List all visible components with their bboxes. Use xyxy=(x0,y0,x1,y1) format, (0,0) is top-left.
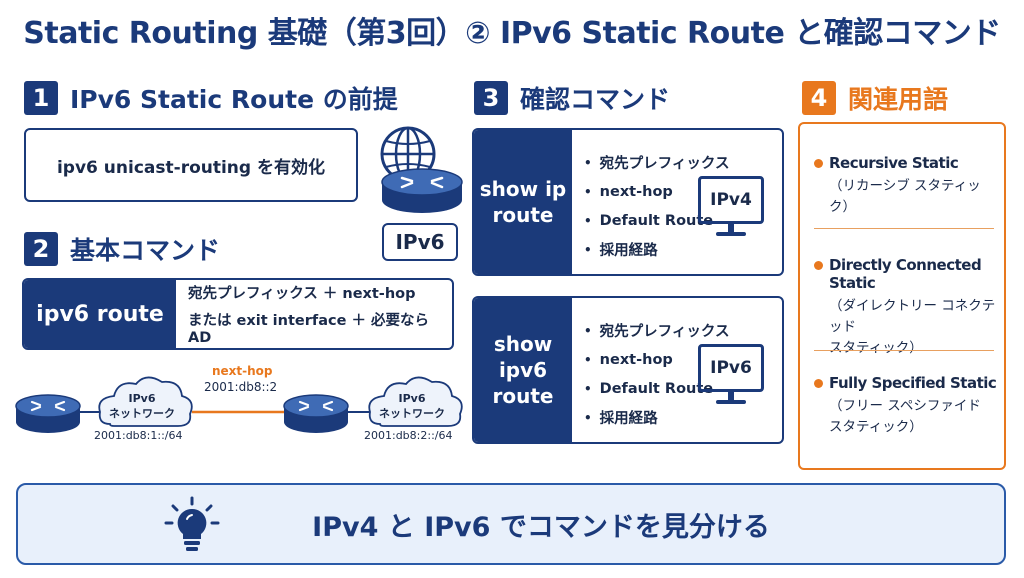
nexthop-label: next-hop xyxy=(212,364,273,378)
command-syntax: 宛先プレフィックス ＋ next-hop または exit interface … xyxy=(176,280,452,348)
cloud-icon xyxy=(368,376,463,427)
related-terms-box: Recursive Static （リカーシブ スタティック） Directly… xyxy=(798,122,1006,470)
section-label: IPv6 Static Route の前提 xyxy=(70,85,398,114)
command-line-1: show xyxy=(493,332,553,356)
list-item: Default Route xyxy=(584,374,729,403)
prerequisite-text: ipv6 unicast-routing を有効化 xyxy=(56,157,325,178)
section-3-header: 3 確認コマンド xyxy=(474,80,670,116)
term-reading: （ダイレクトリー コネクテッド スタティック） xyxy=(829,296,998,359)
nexthop-address: 2001:db8::2 xyxy=(204,380,278,394)
term-name: Recursive Static xyxy=(829,154,959,172)
list-item: next-hop xyxy=(584,345,729,374)
prerequisite-box: ipv6 unicast-routing を有効化 xyxy=(24,128,358,202)
term-name: Directly Connected Static xyxy=(829,256,982,292)
section-number: 4 xyxy=(802,81,836,115)
summary-text: IPv4 と IPv6 でコマンドを見分ける xyxy=(312,511,770,543)
section-number: 1 xyxy=(24,81,58,115)
section-label: 関連用語 xyxy=(848,85,949,114)
list-item: 宛先プレフィックス xyxy=(584,148,730,177)
list-item: next-hop xyxy=(584,177,729,206)
section-label: 基本コマンド xyxy=(70,236,221,265)
section-1-header: 1 IPv6 Static Route の前提 xyxy=(24,80,398,116)
show-ipv6-route-items: 宛先プレフィックス next-hop Default Route 採用経路 xyxy=(572,298,730,442)
term-recursive-static: Recursive Static （リカーシブ スタティック） xyxy=(814,154,998,218)
show-ip-route-command: show ip route xyxy=(474,130,572,274)
term-name: Fully Specified Static xyxy=(829,374,997,392)
globe-router-illustration xyxy=(380,126,463,213)
topology-diagram xyxy=(15,376,463,433)
command-line-2: ipv6 xyxy=(498,358,548,382)
command-line-1: show ip xyxy=(479,177,567,201)
list-item: Default Route xyxy=(584,206,729,235)
ipv6-route-command-box: ipv6 route 宛先プレフィックス ＋ next-hop または exit… xyxy=(22,278,454,350)
cloud-2-line-2: ネットワーク xyxy=(379,407,445,420)
summary-banner: IPv4 と IPv6 でコマンドを見分ける xyxy=(16,483,1006,565)
section-number: 3 xyxy=(474,81,508,115)
show-ipv6-route-box: show ipv6 route 宛先プレフィックス next-hop Defau… xyxy=(472,296,784,444)
ipv6-badge: IPv6 xyxy=(382,223,458,261)
show-ipv6-route-command: show ipv6 route xyxy=(474,298,572,442)
term-reading: （リカーシブ スタティック） xyxy=(829,178,981,215)
list-item: 採用経路 xyxy=(584,403,729,432)
cloud-1-line-2: ネットワーク xyxy=(109,407,175,420)
router-icon xyxy=(15,394,81,433)
router-icon xyxy=(283,394,349,433)
cloud-1-label: IPv6 ネットワーク xyxy=(104,392,180,421)
command-line-2: route xyxy=(492,203,554,227)
monitor-icon: IPv6 xyxy=(698,344,764,404)
cloud-1-line-1: IPv6 xyxy=(128,392,156,405)
show-ip-route-items: 宛先プレフィックス next-hop Default Route 採用経路 xyxy=(572,130,730,274)
section-4-header: 4 関連用語 xyxy=(802,80,948,116)
section-label: 確認コマンド xyxy=(520,85,671,114)
term-reading-line-2: スタティック） xyxy=(829,339,923,356)
list-item: 宛先プレフィックス xyxy=(584,316,730,345)
section-2-header: 2 基本コマンド xyxy=(24,231,220,267)
term-directly-connected-static: Directly Connected Static （ダイレクトリー コネクテッ… xyxy=(814,256,998,359)
cloud-2-line-1: IPv6 xyxy=(398,392,426,405)
term-fully-specified-static: Fully Specified Static （フリー スペシファイド スタティ… xyxy=(814,374,998,438)
monitor-label: IPv4 xyxy=(698,176,764,224)
lightbulb-icon xyxy=(164,496,220,551)
command-name: ipv6 route xyxy=(24,280,176,348)
cloud-2-label: IPv6 ネットワーク xyxy=(374,392,450,421)
divider xyxy=(814,350,994,351)
term-reading-line-2: スタティック） xyxy=(829,418,923,435)
syntax-line-2: または exit interface ＋ 必要なら AD xyxy=(188,313,430,346)
list-item: 採用経路 xyxy=(584,235,729,264)
cloud-2-network: 2001:db8:2::/64 xyxy=(364,429,453,442)
router-icon xyxy=(381,168,463,213)
term-reading-line-1: （ダイレクトリー コネクテッド xyxy=(829,298,996,335)
term-reading: （フリー スペシファイド スタティック） xyxy=(829,396,998,438)
section-number: 2 xyxy=(24,232,58,266)
monitor-label: IPv6 xyxy=(698,344,764,392)
page-title: Static Routing 基礎（第3回）② IPv6 Static Rout… xyxy=(23,16,1001,51)
term-reading-line-1: （フリー スペシファイド xyxy=(829,398,981,414)
command-line-3: route xyxy=(492,384,554,408)
cloud-1-network: 2001:db8:1::/64 xyxy=(94,429,183,442)
cloud-icon xyxy=(98,376,193,427)
monitor-icon: IPv4 xyxy=(698,176,764,236)
divider xyxy=(814,228,994,229)
syntax-line-1: 宛先プレフィックス ＋ next-hop xyxy=(188,286,416,302)
show-ip-route-box: show ip route 宛先プレフィックス next-hop Default… xyxy=(472,128,784,276)
